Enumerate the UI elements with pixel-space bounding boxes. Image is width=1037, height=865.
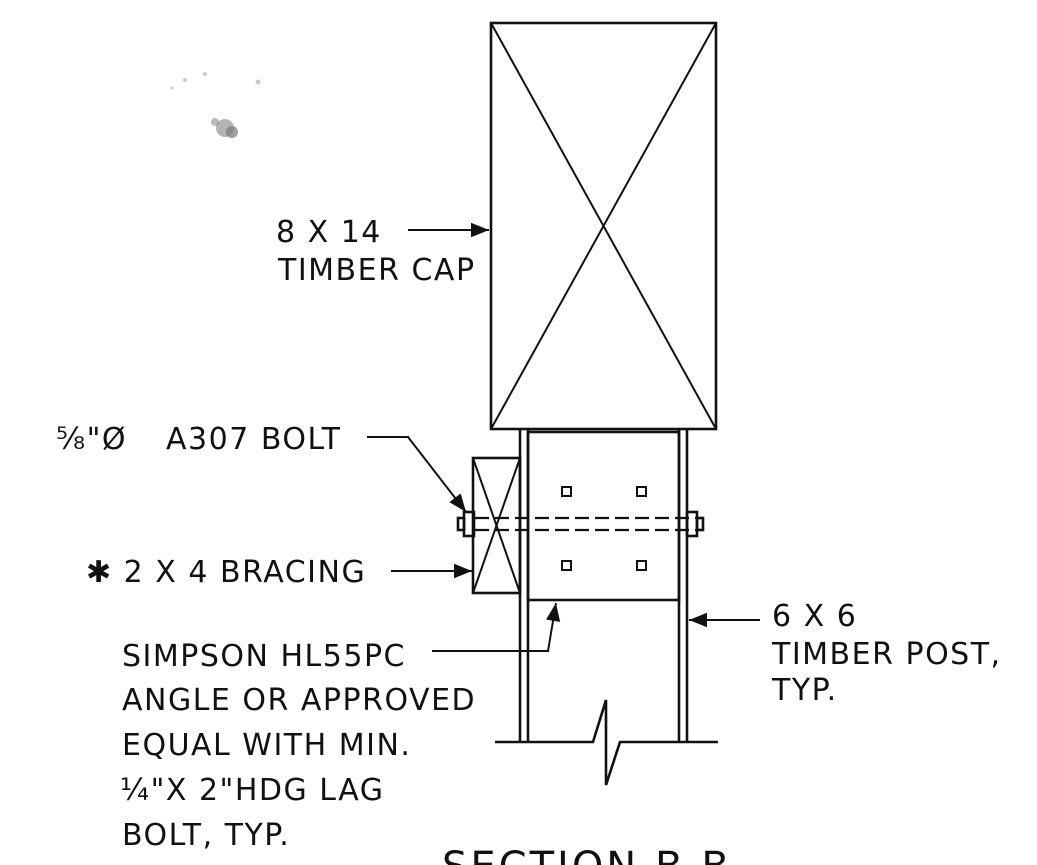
simpson-leader	[432, 602, 561, 652]
cap-label-size: 8 X 14	[276, 215, 382, 250]
scan-noise	[170, 72, 261, 138]
simpson-label-line3: EQUAL WITH MIN.	[122, 728, 411, 763]
simpson-angle	[526, 430, 681, 602]
bolt-label: A307 BOLT	[166, 422, 341, 457]
timber-post	[518, 429, 689, 742]
post-label-typ: TYP.	[771, 673, 838, 708]
simpson-label-line5: BOLT, TYP.	[122, 818, 290, 853]
post-label-name: TIMBER POST,	[771, 637, 1002, 672]
break-line	[495, 699, 718, 786]
bracing-member	[471, 456, 522, 595]
bracing-label: ✱ 2 X 4 BRACING	[86, 555, 366, 590]
a307-bolt	[456, 510, 705, 538]
cap-label-name: TIMBER CAP	[277, 253, 476, 288]
section-title: SECTION B-B	[442, 844, 732, 865]
simpson-label-line1: SIMPSON HL55PC	[122, 639, 406, 674]
leader-lines	[367, 222, 760, 652]
bolt-size-label: ⅝"Ø	[56, 422, 127, 457]
timber-cap	[489, 21, 718, 431]
post-label-size: 6 X 6	[772, 599, 857, 634]
bolt-leader	[367, 436, 467, 513]
simpson-label-line4: ¼"X 2"HDG LAG	[120, 773, 384, 808]
simpson-label-line2: ANGLE OR APPROVED	[122, 683, 476, 718]
